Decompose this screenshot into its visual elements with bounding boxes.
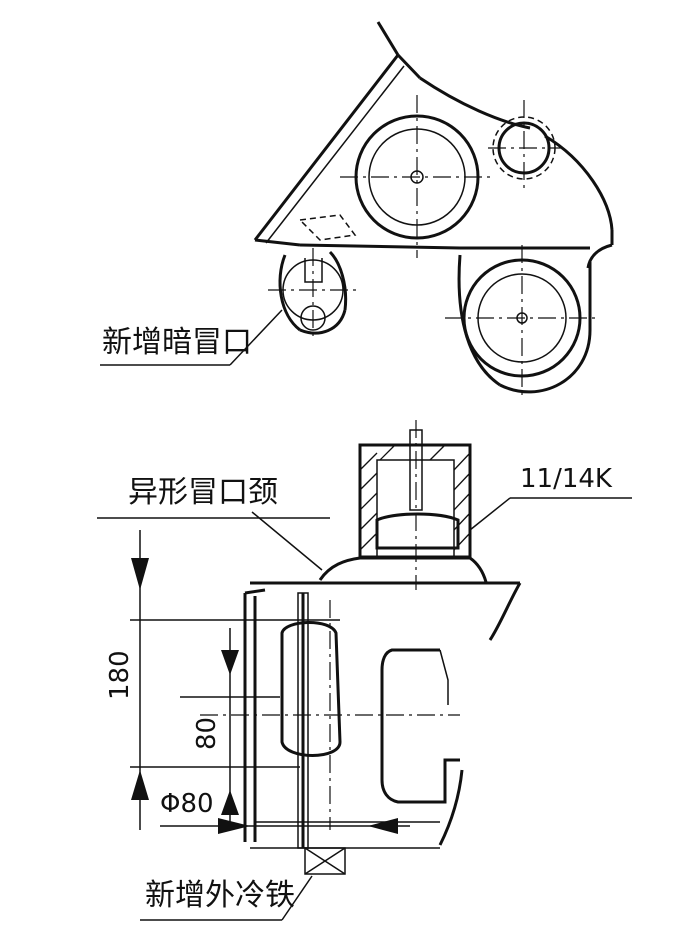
top-view: 新增暗冒口 bbox=[100, 21, 614, 395]
leader-line bbox=[469, 497, 511, 531]
dim-arrow bbox=[218, 818, 250, 834]
label-riser-neck: 异形冒口颈 bbox=[128, 475, 278, 510]
leader-line bbox=[281, 875, 313, 921]
leader-line bbox=[251, 511, 323, 571]
dim-arrow bbox=[221, 790, 239, 815]
dim-80: 80 bbox=[192, 717, 222, 750]
blind-riser-shape bbox=[268, 248, 360, 340]
dim-arrow bbox=[221, 650, 239, 675]
dim-180: 180 bbox=[105, 650, 135, 700]
dim-arrow bbox=[368, 818, 398, 834]
dim-diameter-80: Φ80 bbox=[160, 789, 214, 819]
dim-arrow bbox=[131, 558, 149, 590]
label-new-external-chill: 新增外冷铁 bbox=[145, 878, 295, 913]
label-part-code: 11/14K bbox=[520, 464, 613, 494]
label-new-blind-riser: 新增暗冒口 bbox=[102, 325, 252, 360]
leader-line bbox=[229, 309, 283, 366]
section-view: 180 80 Φ80 异形冒口颈 11/14K 新增外冷铁 bbox=[97, 420, 632, 921]
dim-arrow bbox=[131, 770, 149, 800]
